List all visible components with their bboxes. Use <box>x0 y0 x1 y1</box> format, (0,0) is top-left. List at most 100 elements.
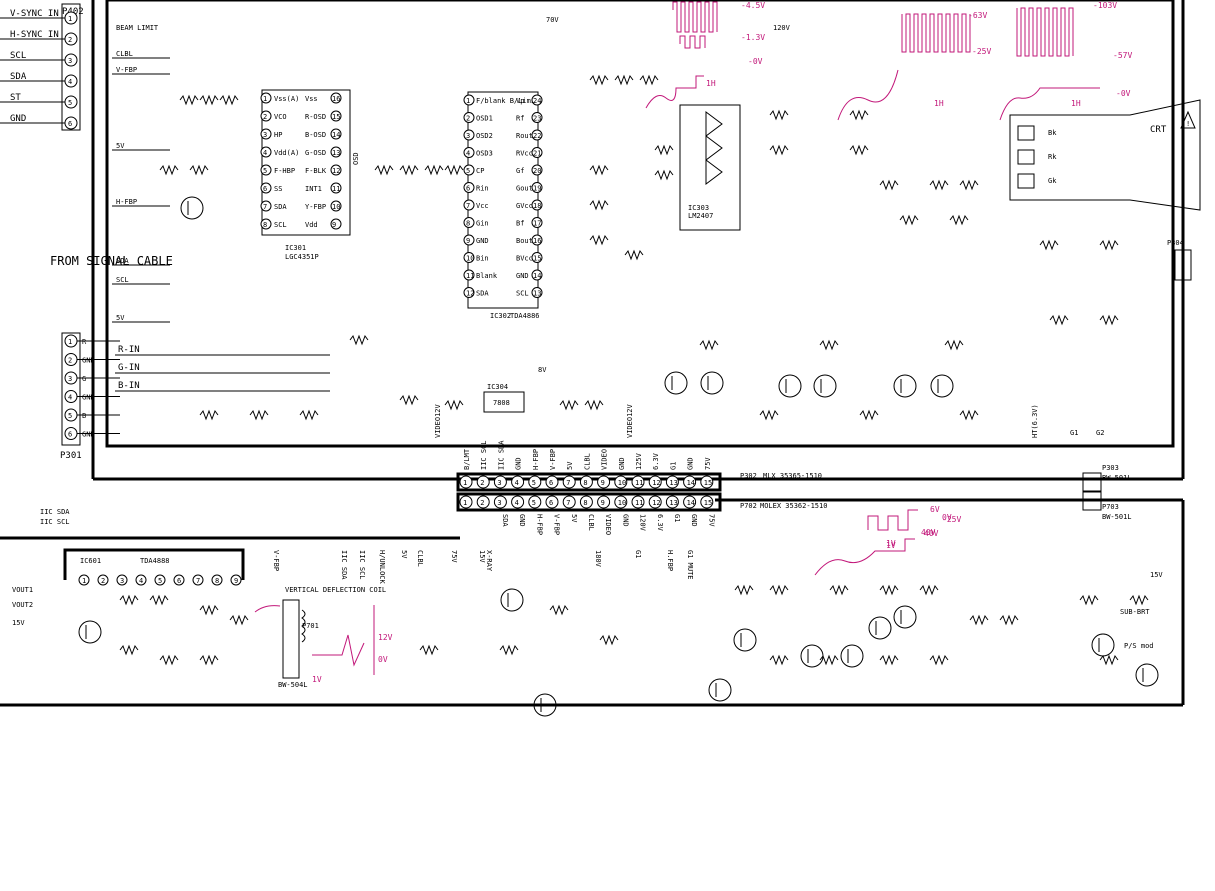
transistor-symbol <box>500 588 524 612</box>
p303-label: P303 <box>1102 464 1119 472</box>
waveform-label: 1H <box>1071 99 1081 108</box>
ic301-pin-label: Vdd <box>305 221 318 229</box>
resistor-symbol <box>399 394 419 406</box>
resistor-symbol <box>589 74 609 86</box>
ic301-pin-label: VCO <box>274 113 287 121</box>
ic601-pin <box>154 574 166 586</box>
ic301-pin-label: INT1 <box>305 185 322 193</box>
lower-net-label: IIC SDA <box>340 550 348 580</box>
waveform-label: 40V <box>924 529 939 538</box>
ic302-pin-num: 16 <box>533 237 541 245</box>
ic301-pin-label: G-OSD <box>305 149 326 157</box>
ic301-pin-num: 7 <box>263 203 267 211</box>
right-label: HT(6.3V) <box>1031 404 1039 438</box>
ic302-pin-num: 19 <box>533 185 541 193</box>
p302-pin-num: 14 <box>687 479 695 487</box>
mid-label: VIDEO12V <box>434 403 442 438</box>
ic301-pin-num: 10 <box>332 203 340 211</box>
ic302-pin-num: 1 <box>466 97 470 105</box>
ic302-pin-label: CP <box>476 167 484 175</box>
ic302-pin-num: 9 <box>466 237 470 245</box>
p702-pin <box>459 495 473 509</box>
lower-pin-label: 5V <box>570 514 578 523</box>
lower-net-label: 75V <box>450 550 458 563</box>
resistor-symbol <box>759 409 779 421</box>
lower-pin-label: 120V <box>639 514 647 532</box>
lower-net-label: H/UNLOCK <box>378 550 386 585</box>
ic302-pin <box>463 112 475 123</box>
p702-pin <box>528 495 542 509</box>
ic301-pin <box>260 128 272 140</box>
resistor-symbol <box>959 409 979 421</box>
passive-components <box>78 74 1159 717</box>
waveform-label: -0V <box>748 57 763 66</box>
ic601-pin-num: 9 <box>234 577 238 585</box>
ic601-pin <box>135 574 147 586</box>
ic302-pin-num: 15 <box>533 255 541 263</box>
resistor-symbol <box>559 399 579 411</box>
vertical-deflection: VERTICAL DEFLECTION COIL P701 BW-504L <box>278 586 386 689</box>
p702-pin-num: 12 <box>652 499 660 507</box>
resistor-symbol <box>499 644 519 656</box>
lower-net-label: 5V <box>400 550 408 559</box>
p402-pin-num: 3 <box>68 57 72 65</box>
ic302-pin <box>531 269 543 281</box>
waveform-label: -57V <box>1113 51 1132 60</box>
ic302-pin-label: Vp <box>516 97 524 105</box>
ic301-pin-label: Vss <box>305 95 318 103</box>
ic601-pin <box>78 574 90 586</box>
vdc-connector: P701 <box>302 622 319 630</box>
crt-label: CRT <box>1150 125 1167 135</box>
connector-pin-label: 5V <box>566 461 574 470</box>
ic302-pin-num: 23 <box>533 115 541 123</box>
p304-label: P304 <box>1167 239 1184 247</box>
ic302-pin <box>463 287 475 298</box>
left-net-label: CLBL <box>116 50 133 58</box>
resistor-symbol <box>699 339 719 351</box>
transistor-symbol <box>664 371 688 395</box>
ic302-pin-label: Rin <box>476 185 489 193</box>
resistor-symbol <box>119 594 139 606</box>
ic302-pin <box>463 164 475 176</box>
ic302-pin <box>531 234 543 246</box>
ic301-pin <box>260 92 272 104</box>
ic302-pin-num: 4 <box>466 150 470 158</box>
p302-pin-num: 6 <box>549 479 553 487</box>
p702-pin <box>631 495 645 509</box>
resistor-symbol <box>899 214 919 226</box>
mid-label: VIDEO12V <box>626 403 634 438</box>
lower-pin-label: H-FBP <box>535 514 543 535</box>
bottom-left-net: VOUT2 <box>12 601 33 609</box>
p702-pin-num: 10 <box>618 499 626 507</box>
connector-pin-label: CLBL <box>583 453 591 470</box>
p702-pin <box>562 495 576 509</box>
waveform-label: -25V <box>972 47 991 56</box>
connector-pin-label: G1 <box>669 462 677 470</box>
ic302-pin-label: OSD2 <box>476 132 493 140</box>
p702-pin <box>511 495 525 509</box>
ic601-pin <box>230 574 242 586</box>
ic302-pin-num: 24 <box>533 97 541 105</box>
p702-pin-num: 14 <box>687 499 695 507</box>
ic301-side-label: OSD <box>352 152 360 165</box>
ic302-pin-label: BVcc <box>516 255 533 263</box>
resistor-symbol <box>599 634 619 646</box>
ic301-pin-num: 3 <box>263 131 267 139</box>
p702-pin-num: 3 <box>497 499 501 507</box>
ic303: IC303 LM2407 <box>679 104 741 231</box>
ic601-pin-num: 5 <box>158 577 162 585</box>
lower-pin-label: V-FBP <box>553 514 561 535</box>
ic601-pin <box>211 574 223 586</box>
connector-pin-label: GND <box>618 457 626 470</box>
resistor-symbol <box>969 614 989 626</box>
waveform-label: -103V <box>1093 1 1117 10</box>
transistor-symbol <box>700 371 724 395</box>
p702-part: MOLEX 35362-1510 <box>760 502 827 510</box>
ic301-pin-num: 4 <box>263 149 267 157</box>
p402-pin-num: 6 <box>68 120 72 128</box>
ic302-pin <box>531 112 543 123</box>
